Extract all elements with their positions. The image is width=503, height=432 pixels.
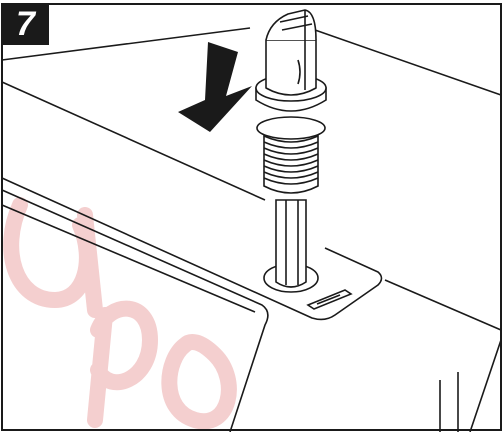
frame	[1, 3, 502, 431]
step-number: 7	[16, 5, 35, 43]
countertop	[1, 27, 502, 432]
watermark-graphic	[3, 197, 237, 430]
step-badge: 7	[2, 4, 49, 45]
faucet-handle	[265, 9, 317, 96]
down-arrow-icon	[178, 42, 252, 132]
threaded-shank	[256, 116, 326, 194]
faucet-pillar	[263, 199, 319, 293]
drain-slot	[306, 289, 353, 310]
